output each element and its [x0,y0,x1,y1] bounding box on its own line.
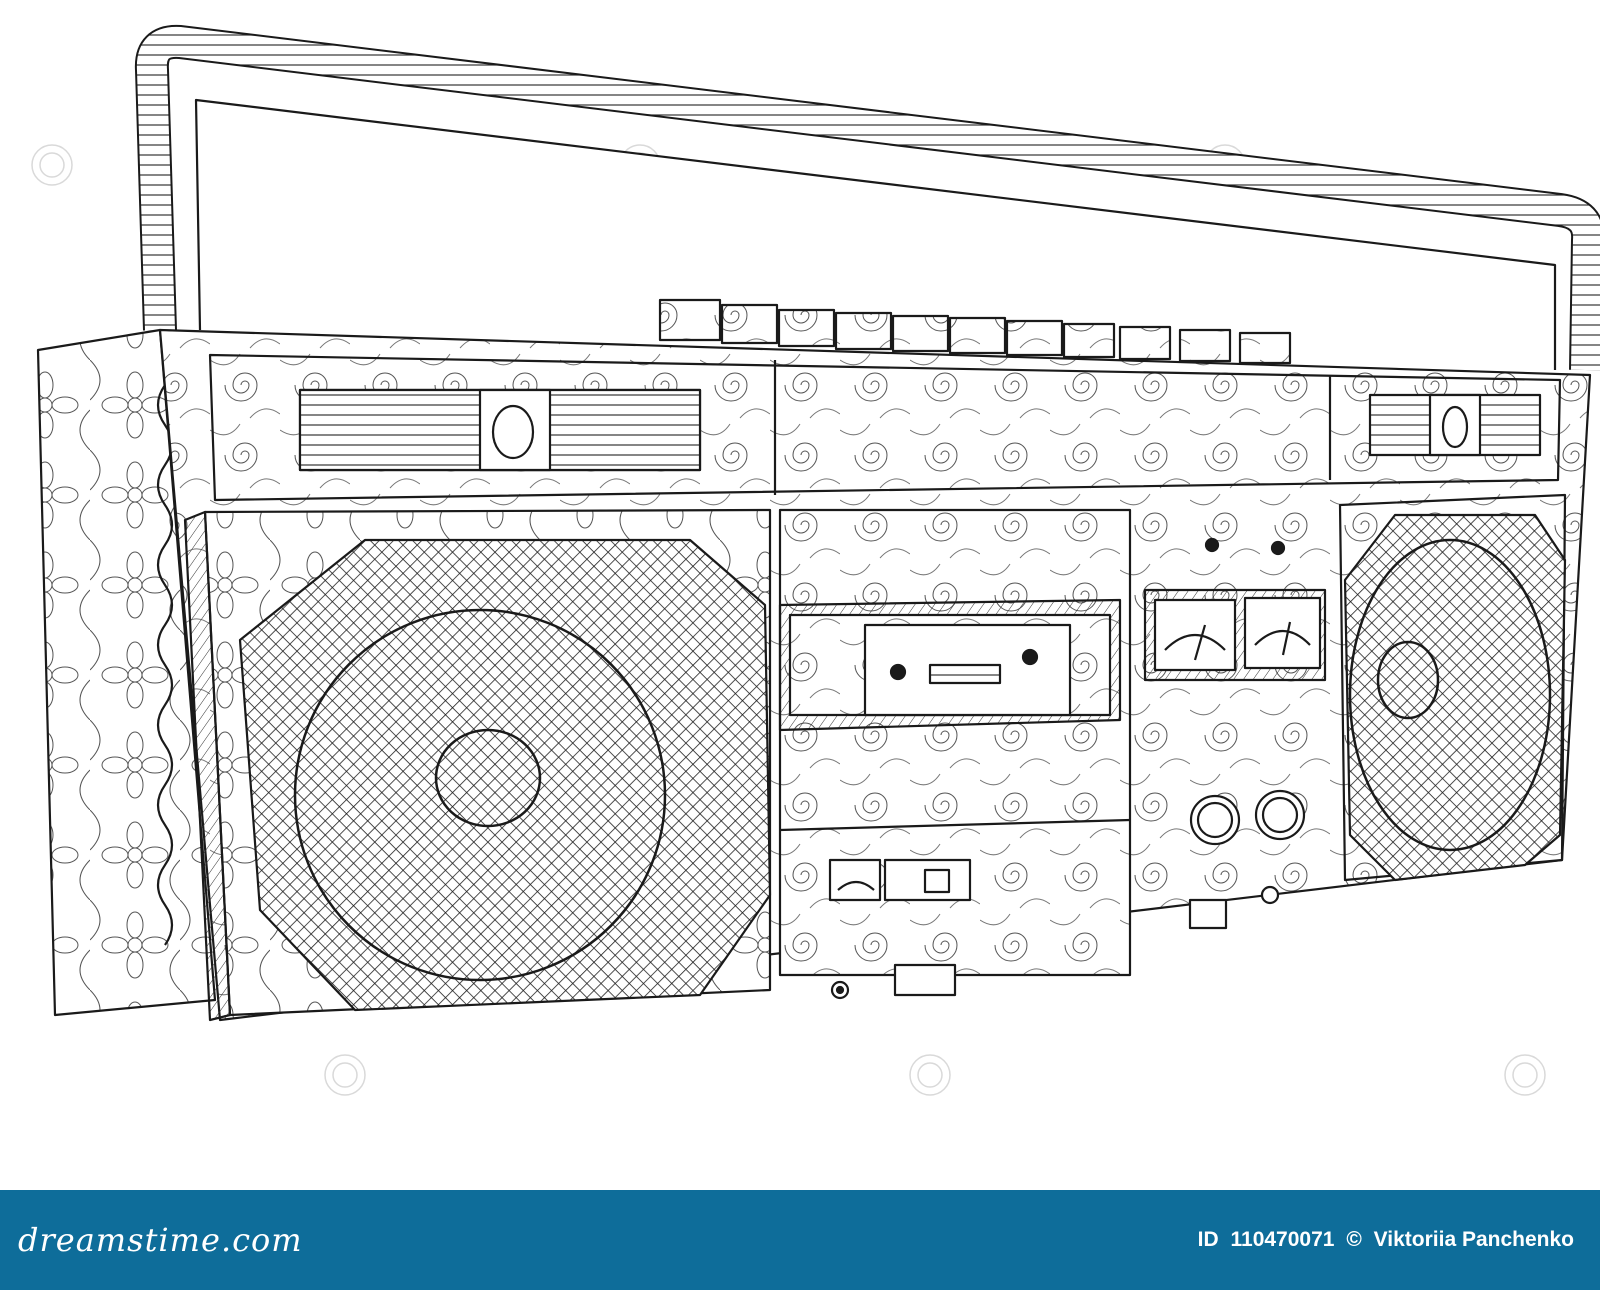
right-tuner-dial [1368,393,1542,457]
cassette-keys [658,298,1292,365]
left-speaker [183,508,772,1022]
stock-photo-footer: dreamstime.com ID 110470071 © Viktoriia … [0,1190,1600,1290]
lower-controls [828,858,1280,1000]
copyright-symbol: © [1346,1228,1362,1251]
cassette-deck [778,508,1132,977]
left-tuner-dial [298,388,702,472]
control-knobs [1189,789,1306,846]
boombox-illustration [31,24,1600,1096]
id-label: ID [1197,1228,1219,1251]
indicator-dot-left [1204,537,1220,553]
brand-logo: dreamstime.com [18,1221,303,1259]
vu-meters [1143,588,1327,682]
indicator-dot-right [1270,540,1286,556]
right-speaker [1338,493,1567,882]
author-name: Viktoriia Panchenko [1373,1228,1574,1251]
id-number: 110470071 [1230,1228,1335,1251]
image-credit: ID 110470071 © Viktoriia Panchenko [1192,1228,1574,1252]
